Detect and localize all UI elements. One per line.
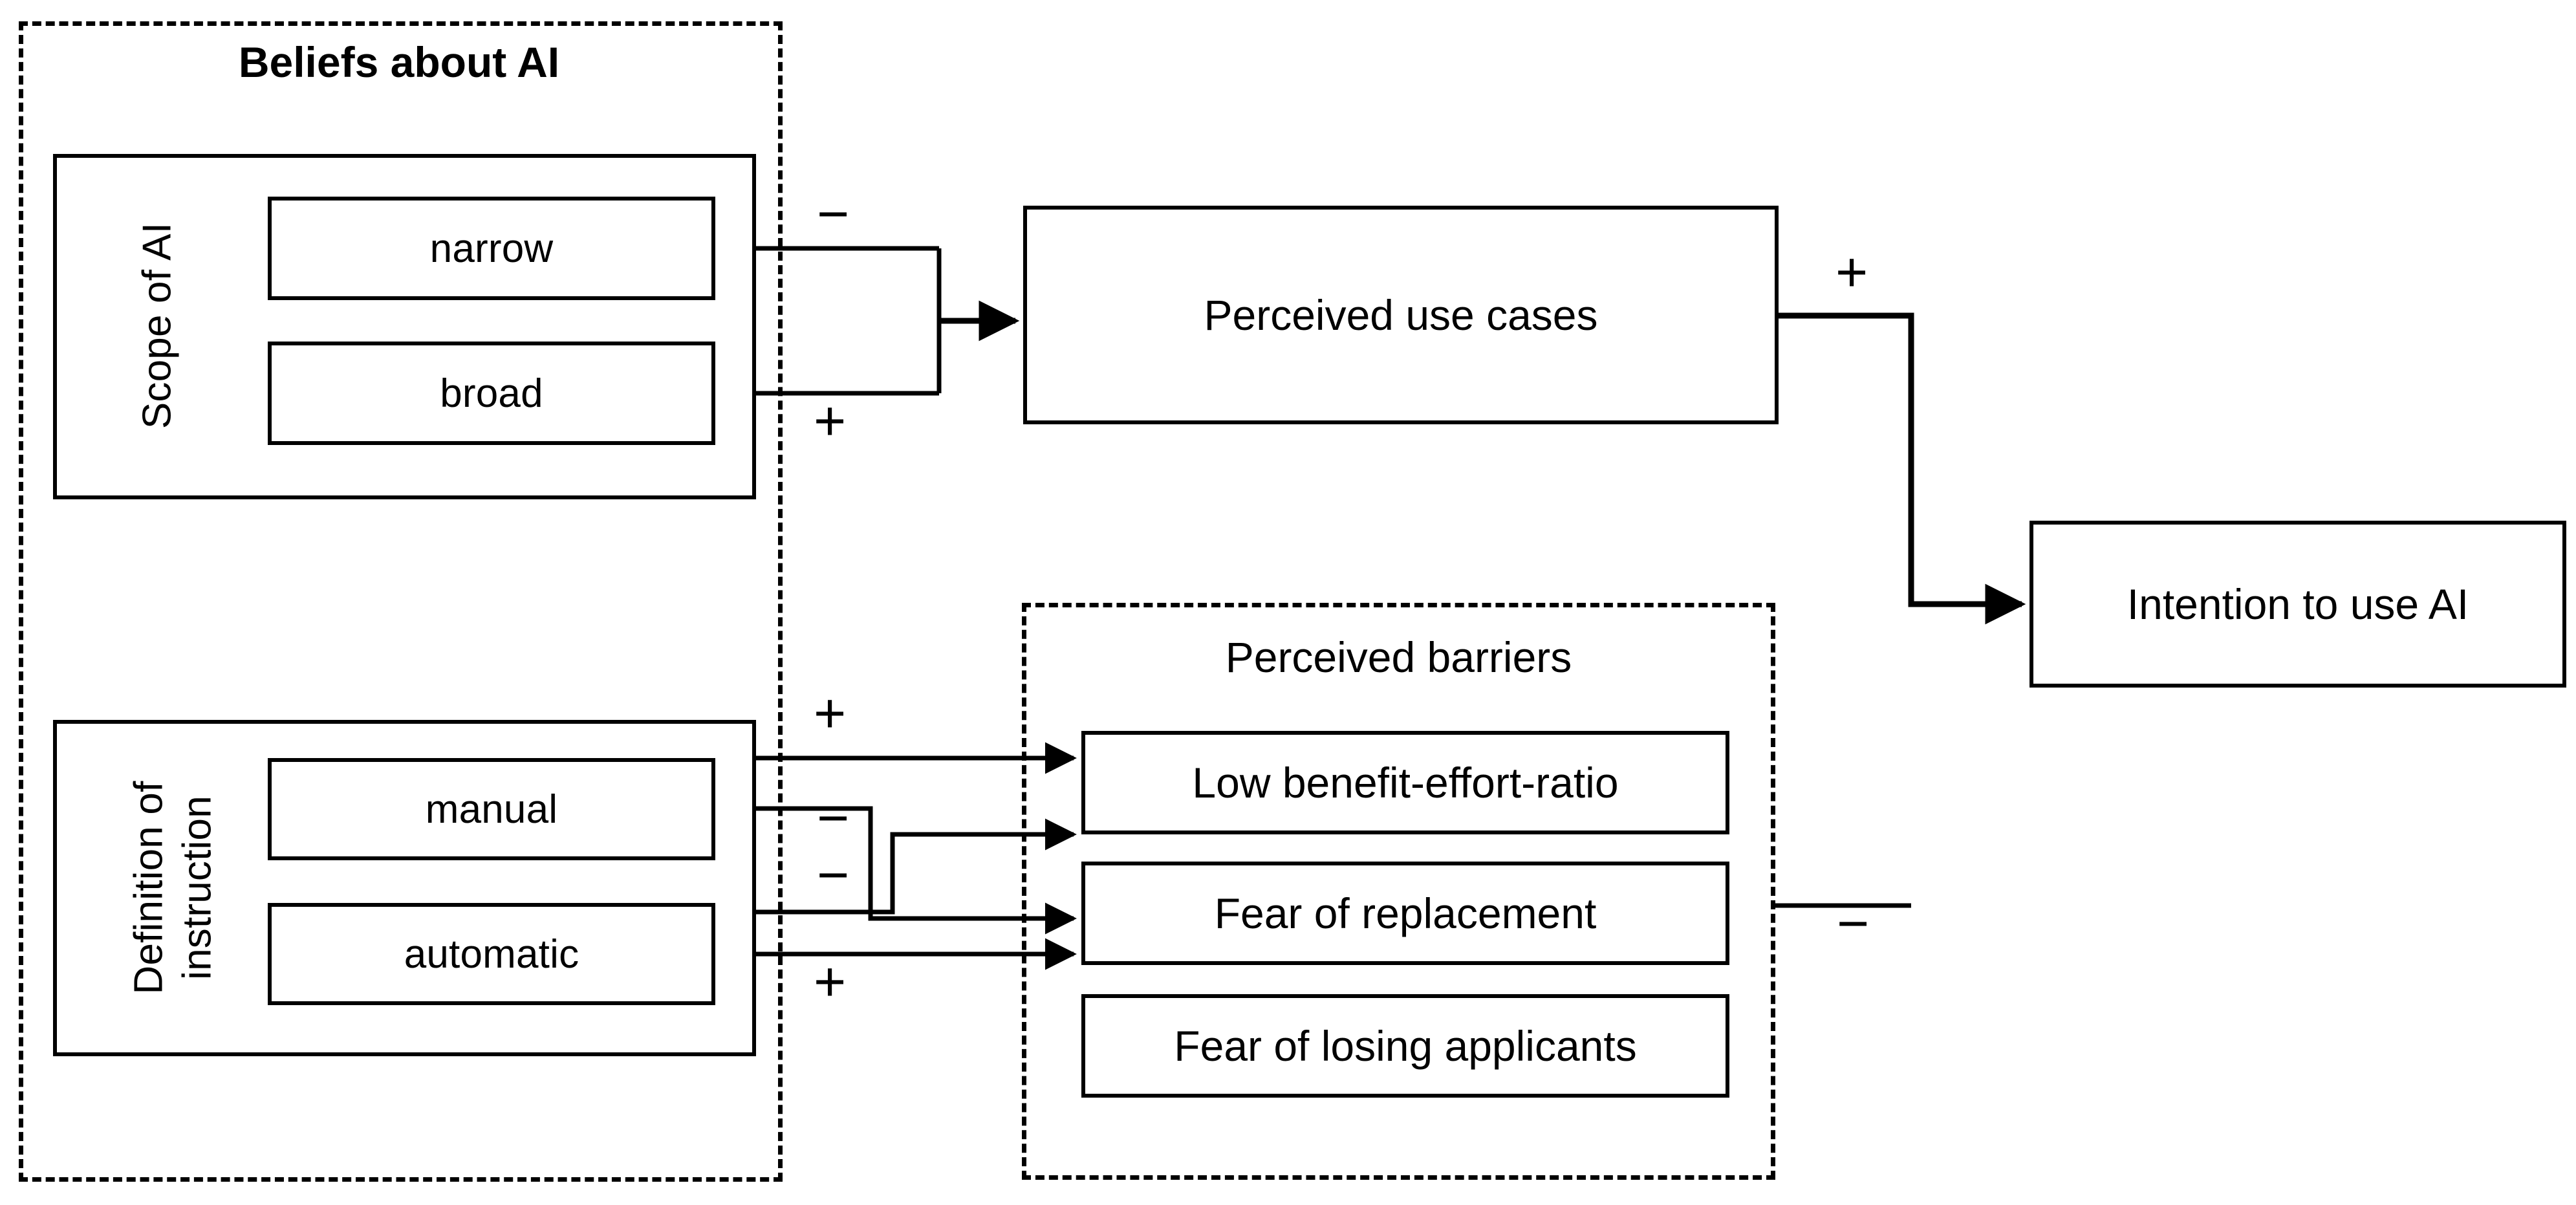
sign-barriers-intention: − <box>1837 893 1870 955</box>
group-label-definition-of-instruction-line2: instruction <box>175 796 220 980</box>
node-fear-of-losing-applicants[interactable]: Fear of losing applicants <box>1081 994 1729 1098</box>
node-low-benefit-effort-ratio[interactable]: Low benefit-effort-ratio <box>1081 731 1729 834</box>
sign-manual-lowbenefit: + <box>814 682 847 744</box>
sign-broad-usecases: + <box>814 390 847 452</box>
sign-usecases-intention: + <box>1835 241 1868 303</box>
node-manual[interactable]: manual <box>268 758 715 860</box>
node-narrow[interactable]: narrow <box>268 197 715 300</box>
edge-usecases-to-intention <box>1779 312 2026 625</box>
node-intention-to-use-ai[interactable]: Intention to use AI <box>2029 521 2566 688</box>
node-broad[interactable]: broad <box>268 342 715 445</box>
sign-automatic-lowbenefit: − <box>817 844 850 906</box>
node-perceived-use-cases[interactable]: Perceived use cases <box>1023 206 1779 424</box>
group-perceived-barriers <box>1022 603 1775 1180</box>
group-label-definition-of-instruction-line1: Definition of <box>126 781 171 995</box>
group-title-perceived-barriers: Perceived barriers <box>1225 633 1572 681</box>
node-fear-of-replacement[interactable]: Fear of replacement <box>1081 862 1729 965</box>
group-label-scope-of-ai: Scope of AI <box>135 222 180 429</box>
sign-narrow-usecases: − <box>817 183 850 245</box>
group-title-beliefs-about-ai: Beliefs about AI <box>238 38 560 86</box>
node-automatic[interactable]: automatic <box>268 903 715 1005</box>
sign-manual-fear: − <box>817 787 850 849</box>
group-beliefs-about-ai <box>19 21 783 1182</box>
sign-automatic-fear: + <box>814 951 847 1013</box>
